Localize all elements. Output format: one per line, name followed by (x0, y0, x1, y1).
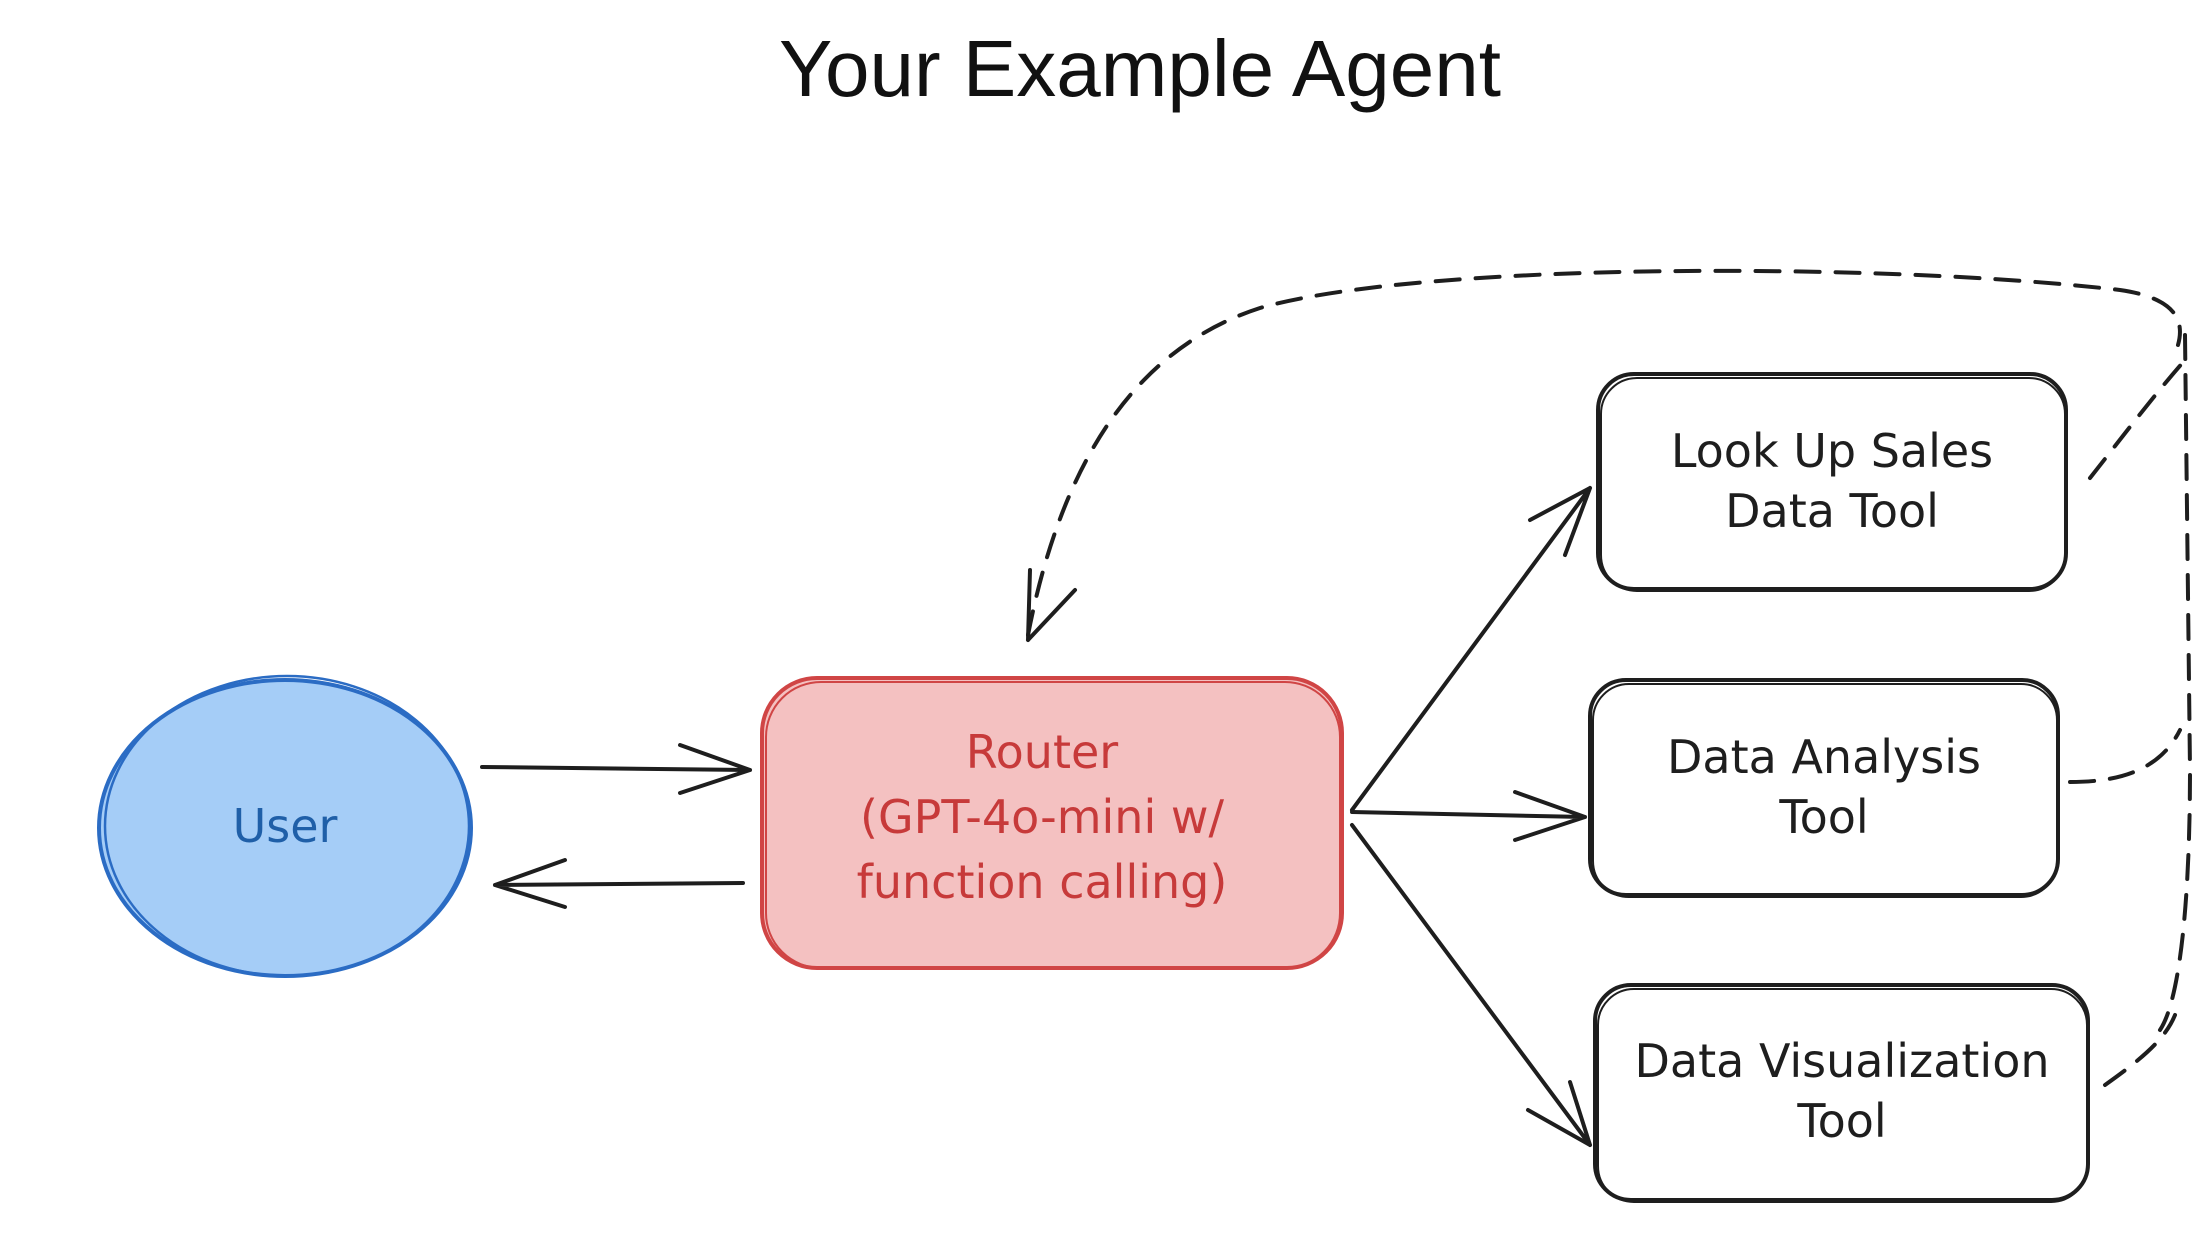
tool-sales-node: Look Up Sales Data Tool (1596, 372, 2068, 592)
tool-sales-label-line-2: Data Tool (1725, 484, 1939, 538)
router-label-line-3: function calling) (857, 855, 1228, 909)
tool-sales-box (1596, 372, 2068, 591)
user-circle-sketch (103, 674, 471, 978)
arrow-user-to-router (480, 743, 752, 795)
tool-analysis-label-line-1: Data Analysis (1667, 730, 1981, 784)
tool-viz-label-line-1: Data Visualization (1634, 1034, 2049, 1088)
tool-analysis-node: Data Analysis Tool (1588, 678, 2060, 898)
router-label-line-2: (GPT-4o-mini w/ (860, 790, 1224, 844)
arrow-router-to-user (493, 858, 745, 909)
feedback-loop (1026, 268, 2192, 1087)
tool-analysis-box (1588, 678, 2060, 897)
router-label-line-1: Router (966, 725, 1119, 779)
router-box-sketch (765, 681, 1341, 969)
user-node: User (97, 674, 473, 978)
router-node: Router (GPT-4o-mini w/ function calling) (760, 676, 1344, 970)
arrow-router-to-analysis (1350, 790, 1587, 842)
tool-viz-box-sketch (1597, 988, 2088, 1203)
arrow-router-to-sales (1350, 486, 1592, 812)
tool-sales-box-sketch (1600, 377, 2066, 592)
tool-analysis-box-sketch (1592, 683, 2058, 898)
feedback-branch-sales (2088, 358, 2187, 480)
user-router-arrows (480, 743, 752, 909)
tool-viz-node: Data Visualization Tool (1593, 983, 2090, 1203)
tool-analysis-label-line-2: Tool (1778, 790, 1868, 844)
tool-viz-box (1593, 983, 2090, 1202)
feedback-arc-to-router (1026, 268, 2182, 637)
router-tool-arrows (1350, 486, 1592, 1147)
feedback-branch-viz (2103, 1013, 2177, 1087)
arrow-router-to-viz (1350, 823, 1592, 1147)
tool-viz-label-line-2: Tool (1796, 1094, 1886, 1148)
feedback-vertical-line (2158, 333, 2192, 1032)
feedback-arrowhead-icon (1026, 568, 1077, 642)
tool-sales-label-line-1: Look Up Sales (1671, 424, 1993, 478)
feedback-branch-analysis (2068, 728, 2182, 784)
diagram-title: Your Example Agent (779, 24, 1501, 113)
user-label: User (233, 799, 338, 853)
